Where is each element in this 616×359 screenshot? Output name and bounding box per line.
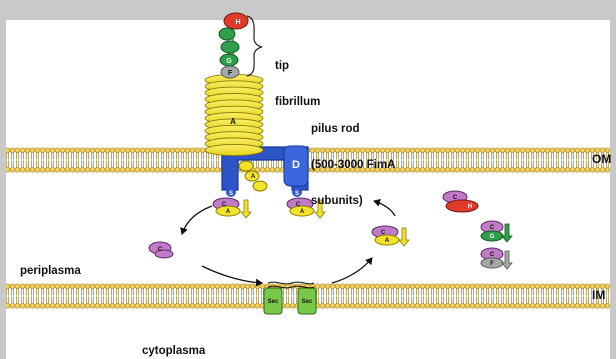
svg-text:C: C (158, 247, 163, 253)
svg-text:G: G (226, 58, 232, 65)
svg-text:A: A (251, 174, 256, 180)
svg-text:G: G (490, 234, 495, 240)
svg-text:C: C (222, 202, 227, 208)
svg-text:H: H (468, 204, 472, 210)
chaperone-fimf-complex: C F (481, 248, 512, 269)
tip-label-line1: tip (275, 60, 320, 72)
rod-label-line2: (500-3000 FimA (311, 159, 395, 171)
chaperone-fima-complex: C A (372, 226, 409, 246)
rod-label-line3: subunits) (311, 195, 395, 207)
svg-text:Sec: Sec (268, 299, 279, 305)
docked-chaperone-complex-left: S C A (213, 187, 251, 218)
cytoplasma-label: cytoplasma (142, 345, 205, 357)
fima-subunit-disc (205, 144, 263, 155)
chaperone-fimg-complex: C G (481, 221, 512, 242)
svg-text:Sec: Sec (302, 299, 313, 305)
periplasma-label: periplasma (20, 265, 81, 277)
svg-text:C: C (453, 195, 458, 201)
svg-text:A: A (230, 117, 236, 126)
rod-label-line1: pilus rod (311, 123, 395, 135)
pilus-rod-label: pilus rod (500-3000 FimA subunits) (311, 99, 395, 219)
svg-text:C: C (296, 202, 301, 208)
svg-text:S: S (295, 191, 299, 197)
tip-bracket (247, 16, 262, 76)
fima-rod-label: A (230, 117, 236, 126)
svg-text:A: A (385, 238, 390, 244)
svg-text:H: H (235, 19, 240, 26)
svg-text:S: S (229, 191, 233, 197)
tip-fibrillum: H G F (219, 13, 262, 78)
free-chaperone: C (149, 242, 173, 258)
svg-text:C: C (381, 230, 386, 236)
fima-pilus-rod (205, 74, 263, 155)
om-label: OM (592, 153, 611, 165)
fimd-label: D (292, 159, 300, 171)
im-label: IM (592, 289, 605, 301)
svg-text:C: C (490, 225, 495, 231)
svg-text:F: F (228, 70, 233, 77)
chaperone-fimh-complex: C H (443, 191, 478, 212)
svg-text:A: A (226, 209, 231, 215)
svg-text:C: C (490, 252, 495, 258)
svg-text:A: A (300, 209, 305, 215)
svg-text:F: F (490, 261, 494, 267)
